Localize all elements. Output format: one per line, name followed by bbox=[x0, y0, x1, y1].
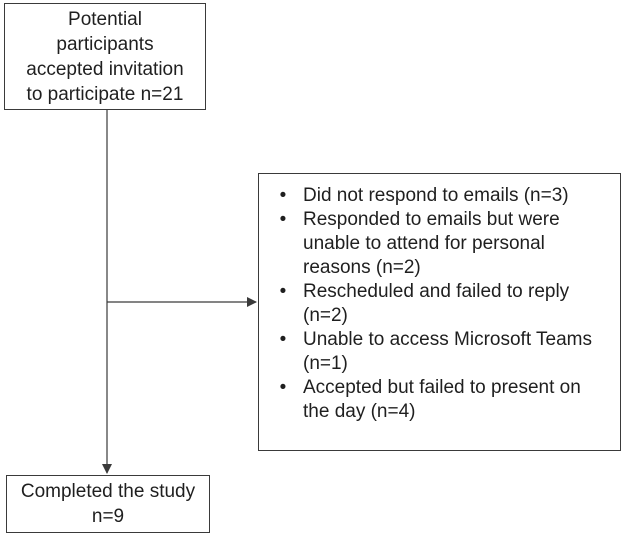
start-box-line: accepted invitation bbox=[26, 58, 184, 80]
exclusion-item-text: Rescheduled and failed to reply (n=2) bbox=[303, 281, 570, 326]
start-box: Potential participants accepted invitati… bbox=[4, 3, 206, 110]
start-box-text: Potential participants accepted invitati… bbox=[26, 7, 183, 107]
exclusion-item-text: Did not respond to emails (n=3) bbox=[303, 185, 569, 206]
exclusion-list: • Did not respond to emails (n=3) • Resp… bbox=[269, 184, 608, 424]
bullet-icon: • bbox=[279, 329, 287, 350]
start-box-line: to participate n=21 bbox=[26, 83, 184, 105]
start-box-line: Potential bbox=[68, 8, 142, 30]
exclusion-item: • Responded to emails but were unable to… bbox=[269, 208, 608, 280]
bullet-icon: • bbox=[279, 281, 287, 302]
exclusion-item: • Did not respond to emails (n=3) bbox=[269, 184, 608, 208]
end-box-line: n=9 bbox=[91, 506, 125, 527]
start-box-line: participants bbox=[56, 33, 154, 55]
end-box: Completed the study n=9 bbox=[6, 475, 210, 533]
end-box-text: Completed the study n=9 bbox=[21, 479, 195, 529]
exclusion-item-text: Unable to access Microsoft Teams (n=1) bbox=[303, 329, 592, 374]
bullet-icon: • bbox=[279, 377, 287, 398]
bullet-icon: • bbox=[279, 209, 287, 230]
exclusion-item-text: Responded to emails but were unable to a… bbox=[303, 209, 560, 278]
exclusion-item-text: Accepted but failed to present on the da… bbox=[303, 377, 581, 422]
exclusion-item: • Rescheduled and failed to reply (n=2) bbox=[269, 280, 608, 328]
exclusion-item: • Unable to access Microsoft Teams (n=1) bbox=[269, 328, 608, 376]
bullet-icon: • bbox=[279, 185, 287, 206]
exclusion-item: • Accepted but failed to present on the … bbox=[269, 376, 608, 424]
end-box-line: Completed the study bbox=[20, 481, 196, 502]
exclusion-box: • Did not respond to emails (n=3) • Resp… bbox=[258, 173, 621, 451]
